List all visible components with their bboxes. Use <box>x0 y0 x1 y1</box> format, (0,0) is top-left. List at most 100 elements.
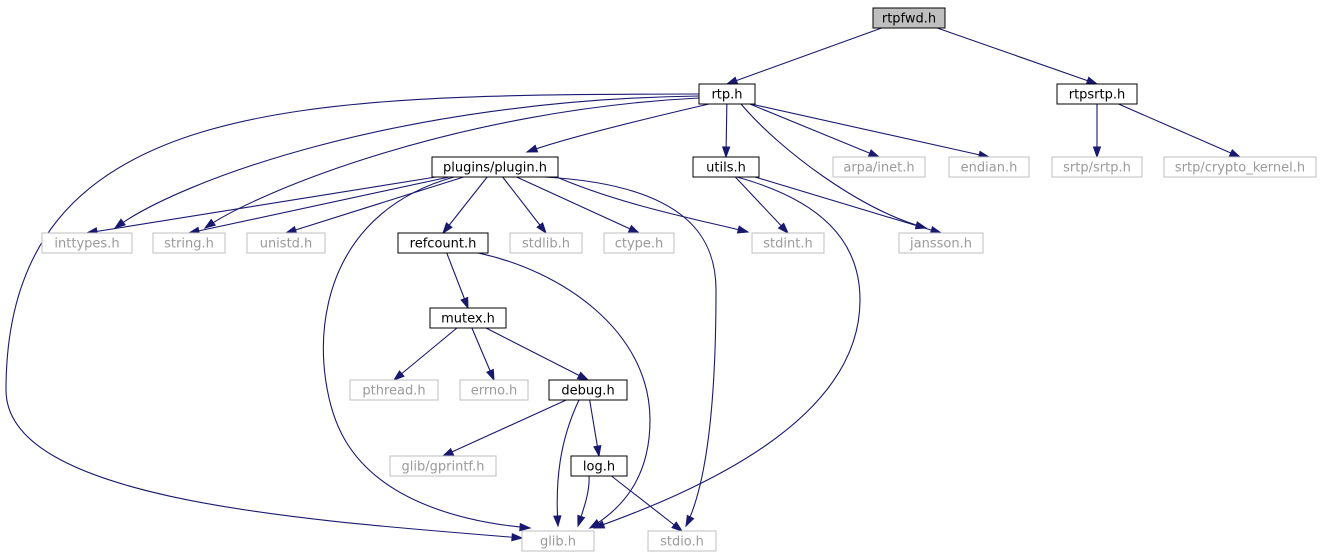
edge-line <box>526 103 710 153</box>
edge-line <box>502 176 547 234</box>
edge-line <box>204 97 700 229</box>
arrow-head <box>867 149 881 158</box>
node-rtpsrtp[interactable]: rtpsrtp.h <box>1056 83 1138 105</box>
edge-line <box>937 27 1098 85</box>
node-label: srtp/srtp.h <box>1063 161 1131 176</box>
node-inttypes: inttypes.h <box>41 232 133 254</box>
node-box <box>397 232 489 254</box>
arrow-head <box>588 518 602 529</box>
node-label: inttypes.h <box>54 237 119 252</box>
node-box <box>509 232 583 254</box>
arrow-head <box>525 144 539 153</box>
node-box <box>1051 156 1143 178</box>
node-utils[interactable]: utils.h <box>692 156 760 178</box>
arrow-head <box>553 515 562 528</box>
node-label: endian.h <box>961 161 1018 176</box>
arrow-head <box>777 222 790 235</box>
arrow-head <box>441 447 455 457</box>
node-label: ctype.h <box>615 237 664 252</box>
arrow-head <box>1228 148 1242 158</box>
edge-line <box>593 176 861 529</box>
edge-log-to-stdio <box>611 475 684 532</box>
arrow-head <box>1085 76 1099 85</box>
edge-rtpsrtp-to-crypto <box>1118 103 1242 158</box>
node-unistd: unistd.h <box>246 232 326 254</box>
node-box <box>872 7 946 29</box>
arrow-head <box>929 225 943 234</box>
node-box <box>692 156 760 178</box>
edge-line <box>543 176 717 527</box>
node-label: rtpfwd.h <box>882 12 936 27</box>
edge-rtp-to-utils <box>721 103 731 159</box>
node-box <box>41 232 133 254</box>
edge-line <box>322 176 531 529</box>
node-pthread: pthread.h <box>349 379 439 401</box>
edge-line <box>285 176 464 234</box>
nodes-layer: rtpfwd.h rtp.h rtpsrtp.h plugins/plugin.h ut… <box>41 7 1317 552</box>
node-label: srtp/crypto_kernel.h <box>1175 161 1305 176</box>
node-rtp[interactable]: rtp.h <box>698 83 756 105</box>
edge-line <box>485 327 589 381</box>
edge-line <box>114 95 700 229</box>
node-ctype: ctype.h <box>603 232 675 254</box>
edge-rtp-to-arpa <box>749 103 881 158</box>
arrow-head <box>284 225 298 234</box>
node-rtpfwd[interactable]: rtpfwd.h <box>872 7 946 29</box>
edge-rtp-to-endian <box>750 103 991 159</box>
node-box <box>948 156 1030 178</box>
arrow-head <box>627 224 641 234</box>
node-label: debug.h <box>561 384 614 399</box>
node-label: stdint.h <box>763 237 812 252</box>
arrow-head <box>577 514 586 528</box>
node-refcount[interactable]: refcount.h <box>397 232 489 254</box>
edge-plugin-to-stdlib <box>502 176 547 235</box>
node-log[interactable]: log.h <box>570 455 628 477</box>
node-box <box>751 232 825 254</box>
arrow-head <box>736 225 750 234</box>
edge-rtp-to-string <box>203 97 700 229</box>
node-arpa: arpa/inet.h <box>832 156 926 178</box>
edge-rtp-to-plugin <box>525 103 710 153</box>
arrow-head <box>593 444 602 458</box>
node-label: refcount.h <box>410 237 477 252</box>
edge-plugin-to-glib <box>322 176 532 532</box>
node-label: jansson.h <box>909 237 972 252</box>
node-endian: endian.h <box>948 156 1030 178</box>
node-label: glib/gprintf.h <box>402 460 485 475</box>
edge-line <box>611 475 683 532</box>
node-box <box>152 232 226 254</box>
node-label: arpa/inet.h <box>843 161 914 176</box>
node-label: rtpsrtp.h <box>1069 88 1126 103</box>
node-box <box>429 307 507 329</box>
edges-layer <box>5 27 1242 542</box>
arrow-head <box>576 371 590 381</box>
edge-debug-to-glib <box>553 399 580 528</box>
node-stdint: stdint.h <box>751 232 825 254</box>
arrow-head <box>685 514 695 528</box>
node-glib: glib.h <box>521 530 595 552</box>
edge-line <box>1118 103 1241 158</box>
edge-rtp-to-inttypes <box>113 95 700 229</box>
node-label: log.h <box>583 460 615 475</box>
node-srtp: srtp/srtp.h <box>1051 156 1143 178</box>
node-jansson: jansson.h <box>898 232 984 254</box>
node-crypto: srtp/crypto_kernel.h <box>1163 156 1317 178</box>
node-box <box>548 379 628 401</box>
edge-mutex-to-pthread <box>392 327 458 381</box>
arrow-head <box>721 146 731 159</box>
edge-debug-to-gprintf <box>441 399 567 457</box>
edge-line <box>734 176 789 234</box>
edge-line <box>556 399 580 527</box>
node-mutex[interactable]: mutex.h <box>429 307 507 329</box>
edge-plugin-to-string <box>187 176 450 235</box>
edge-line <box>188 176 450 234</box>
edge-rtpsrtp-to-srtp <box>1092 104 1102 159</box>
node-stdio: stdio.h <box>647 530 717 552</box>
node-label: unistd.h <box>260 237 313 252</box>
node-plugin[interactable]: plugins/plugin.h <box>431 156 559 178</box>
arrow-head <box>536 222 547 235</box>
arrow-head <box>460 296 469 310</box>
node-label: string.h <box>164 237 214 252</box>
edge-plugin-to-stdio <box>543 176 717 528</box>
node-debug[interactable]: debug.h <box>548 379 628 401</box>
